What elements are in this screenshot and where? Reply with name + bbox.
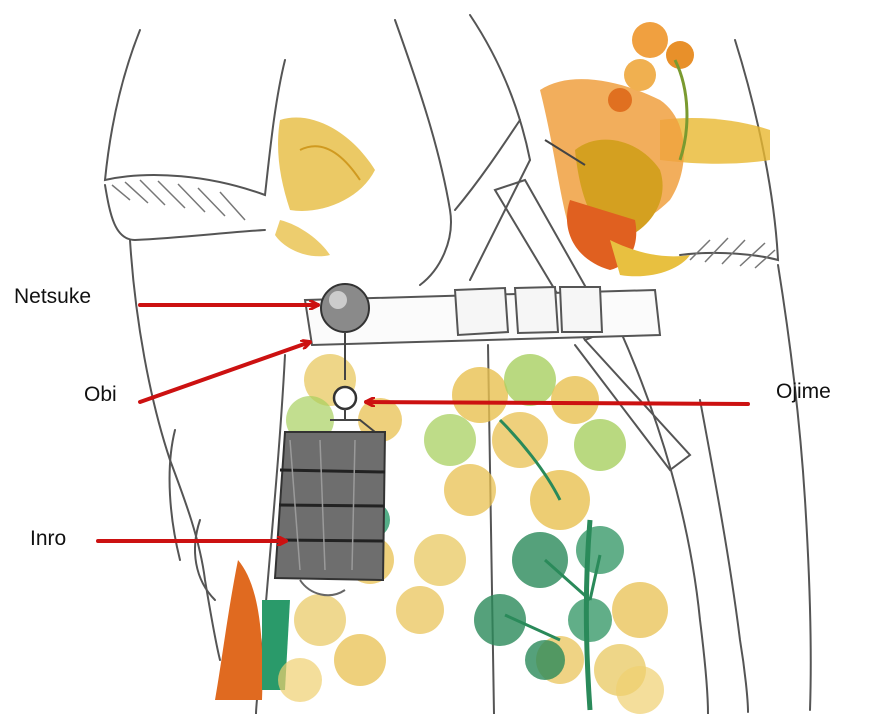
arrow-ojime [366,402,748,404]
label-ojime: Ojime [776,381,831,402]
bird-motif [540,22,694,276]
label-netsuke: Netsuke [14,286,91,307]
netsuke [321,284,369,332]
label-obi: Obi [84,384,117,405]
label-inro: Inro [30,528,66,549]
inro [275,432,385,595]
